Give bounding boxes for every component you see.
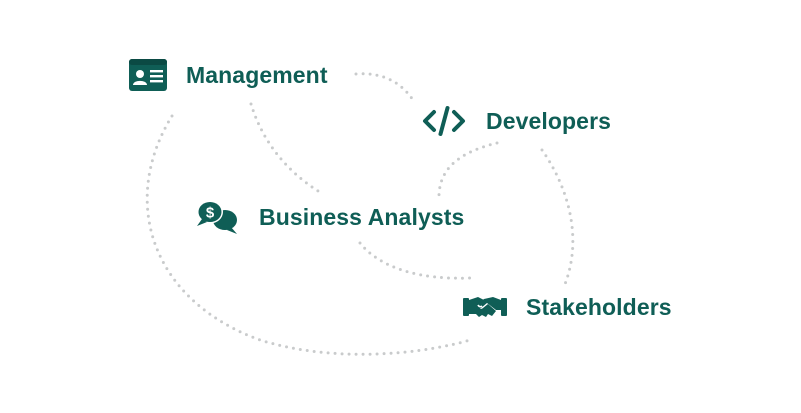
connector-analysts-stakeholders (358, 241, 472, 280)
node-developers: Developers (422, 104, 611, 138)
id-card-icon (128, 58, 168, 92)
node-stakeholders: Stakeholders (462, 290, 672, 324)
connector-developers-analysts (437, 141, 499, 197)
handshake-icon (462, 290, 508, 324)
node-management: Management (128, 58, 328, 92)
dollar-chat-icon: $ (194, 198, 240, 236)
node-developers-label: Developers (486, 107, 612, 134)
connector-developers-stakeholders (540, 148, 575, 286)
node-stakeholders-label: Stakeholders (526, 293, 672, 320)
code-icon (422, 104, 466, 138)
connector-management-developers (354, 72, 415, 102)
svg-text:$: $ (206, 205, 215, 222)
connector-management-analysts (249, 102, 320, 193)
connector-management-stakeholders (145, 114, 472, 356)
node-management-label: Management (186, 61, 328, 88)
node-analysts-label: Business Analysts (259, 203, 465, 230)
node-analysts: $ Business Analysts (194, 198, 464, 236)
